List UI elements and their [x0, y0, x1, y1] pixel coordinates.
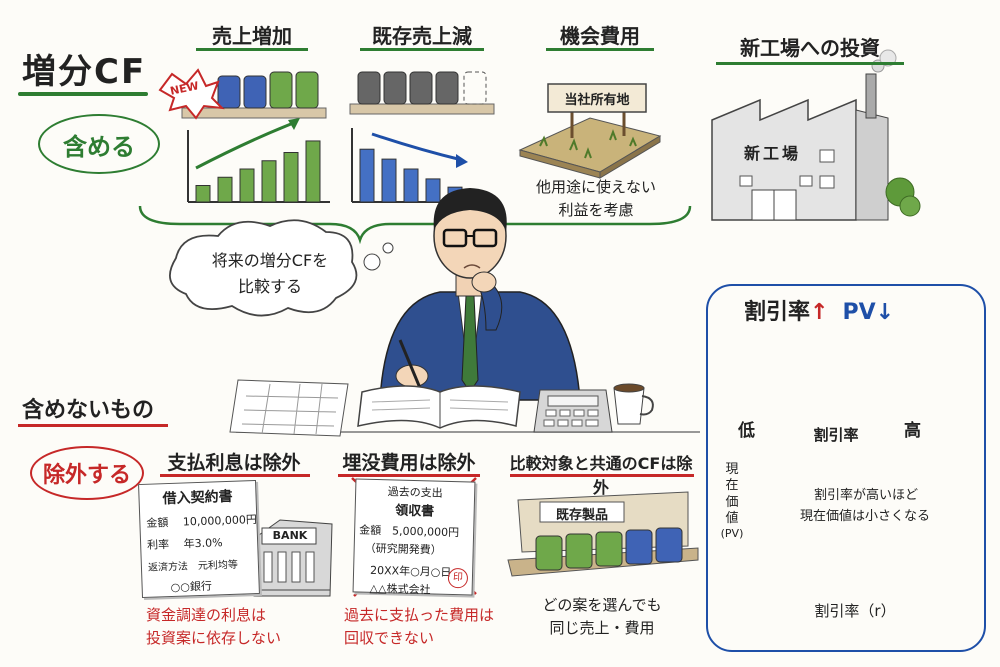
sales-up-chart: [187, 118, 330, 203]
thought-bubble-text: 将来の増分CFを 比較する: [192, 248, 348, 299]
pv-note: 割引率が高いほど 現在価値は小さくなる: [800, 486, 970, 528]
sales-up-shelf: [158, 68, 327, 120]
land-plot: [518, 83, 662, 179]
bar-down-3: [403, 168, 419, 203]
loan-contract-paper: 借入契約書 金額 10,000,000円 利率 年3.0% 返済方法 元利均等 …: [138, 479, 260, 599]
common-underline: [510, 474, 694, 477]
common-caption-line-2: 同じ売上・費用: [549, 618, 655, 637]
sunk-caption: 過去に支払った費用は 回収できない: [344, 604, 524, 651]
exclude-title-underline: [18, 424, 168, 427]
sales-up-underline: [196, 48, 308, 51]
opportunity-underline: [546, 48, 654, 51]
loan-row-1: 金額 10,000,000円: [146, 512, 258, 530]
thought-line-1: 将来の増分CFを: [211, 251, 329, 270]
existing-product-shelf: [507, 491, 699, 577]
pv-x-axis-label: 割引率（r）: [814, 602, 896, 620]
opportunity-title: 機会費用: [560, 24, 640, 48]
opportunity-caption-line-2: 利益を考慮: [558, 200, 634, 219]
exclude-title: 含めないもの: [22, 398, 155, 423]
factory-label: 新工場: [744, 144, 802, 163]
pv-note-line-1: 割引率が高いほど: [814, 488, 919, 503]
desk: [229, 379, 700, 437]
thought-line-2: 比較する: [237, 276, 302, 296]
pv-heading-pv: PV: [842, 300, 876, 325]
interest-title: 支払利息は除外: [167, 452, 301, 474]
receipt-paper: 過去の支出 領収書 金額 5,000,000円 （研究開発費） 20XX年○月○…: [352, 478, 476, 596]
sunk-underline: [338, 474, 480, 477]
pv-y-label-5: (PV): [720, 527, 744, 540]
bar-up-2: [217, 176, 233, 203]
bar-up-5: [283, 152, 299, 203]
trend-up-arrow: [195, 120, 297, 170]
common-caption: どの案を選んでも 同じ売上・費用: [520, 594, 684, 639]
gauge-low-label: 低: [738, 421, 755, 441]
pv-y-label-1: 現: [725, 462, 739, 477]
common-title: 比較対象と共通のCFは除外: [509, 454, 693, 497]
main-title: 増分CF: [22, 52, 147, 92]
sales-up-title: 売上増加: [212, 24, 292, 48]
bar-up-3: [239, 168, 255, 203]
rate-up-arrow-icon: ↑: [810, 300, 829, 325]
bar-up-4: [261, 160, 277, 203]
pv-down-arrow-icon: ↓: [875, 300, 895, 325]
pv-heading-rate: 割引率: [744, 300, 811, 325]
bar-down-1: [359, 148, 375, 203]
pv-heading: 割引率↑ PV↓: [744, 294, 894, 326]
interest-caption-line-2: 投資案に依存しない: [146, 629, 282, 648]
sales-down-underline: [360, 48, 484, 51]
interest-caption: 資金調達の利息は 投資案に依存しない: [146, 604, 316, 651]
interest-caption-line-1: 資金調達の利息は: [146, 606, 267, 624]
sunk-caption-line-2: 回収できない: [344, 629, 435, 648]
bar-down-2: [381, 158, 397, 203]
loan-row-4: ○○銀行: [170, 579, 213, 595]
bank-building: [251, 519, 333, 597]
pv-y-axis-label: 現 在 価 値 (PV): [716, 462, 748, 541]
exclude-label: 除外する: [30, 446, 144, 500]
sunk-title: 埋没費用は除外: [342, 452, 476, 474]
bar-down-4: [425, 178, 441, 203]
gauge-label: 割引率: [813, 426, 859, 444]
land-sign-text: 当社所有地: [564, 93, 630, 108]
thought-bubble-shape: [169, 219, 394, 317]
main-title-underline: [18, 92, 148, 96]
loan-row-2: 利率 年3.0%: [146, 536, 223, 552]
sales-down-shelf: [349, 71, 495, 115]
receipt-title: 領収書: [394, 503, 435, 520]
interest-underline: [160, 474, 310, 477]
trend-down-arrow: [371, 132, 463, 162]
include-label: 含める: [38, 114, 160, 174]
gauge-high-label: 高: [904, 421, 921, 441]
existing-product-label: 既存製品: [555, 508, 608, 523]
pv-y-label-3: 価: [725, 494, 739, 510]
receipt-row-1: 金額 5,000,000円: [358, 523, 460, 540]
common-caption-line-1: どの案を選んでも: [542, 596, 662, 614]
include-brace: [138, 205, 692, 245]
opportunity-caption: 他用途に使えない 利益を考慮: [516, 176, 676, 221]
pv-panel: [706, 284, 986, 652]
sunk-caption-line-1: 過去に支払った費用は: [344, 606, 495, 624]
sales-down-title: 既存売上減: [372, 24, 472, 48]
bank-sign: BANK: [272, 529, 308, 542]
pv-y-label-4: 値: [725, 510, 739, 526]
factory-underline: [716, 62, 904, 65]
factory-title: 新工場への投資: [740, 36, 880, 60]
bar-up-1: [195, 185, 211, 203]
factory-building: [711, 49, 921, 221]
receipt-row-2: （研究開発費）: [364, 541, 442, 557]
bar-up-6: [305, 140, 321, 203]
loan-row-3: 返済方法 元利均等: [147, 559, 239, 574]
pv-y-label-2: 在: [725, 478, 739, 494]
opportunity-caption-line-1: 他用途に使えない: [535, 178, 656, 196]
loan-doc-title: 借入契約書: [162, 488, 233, 508]
pv-note-line-2: 現在価値は小さくなる: [800, 508, 931, 524]
